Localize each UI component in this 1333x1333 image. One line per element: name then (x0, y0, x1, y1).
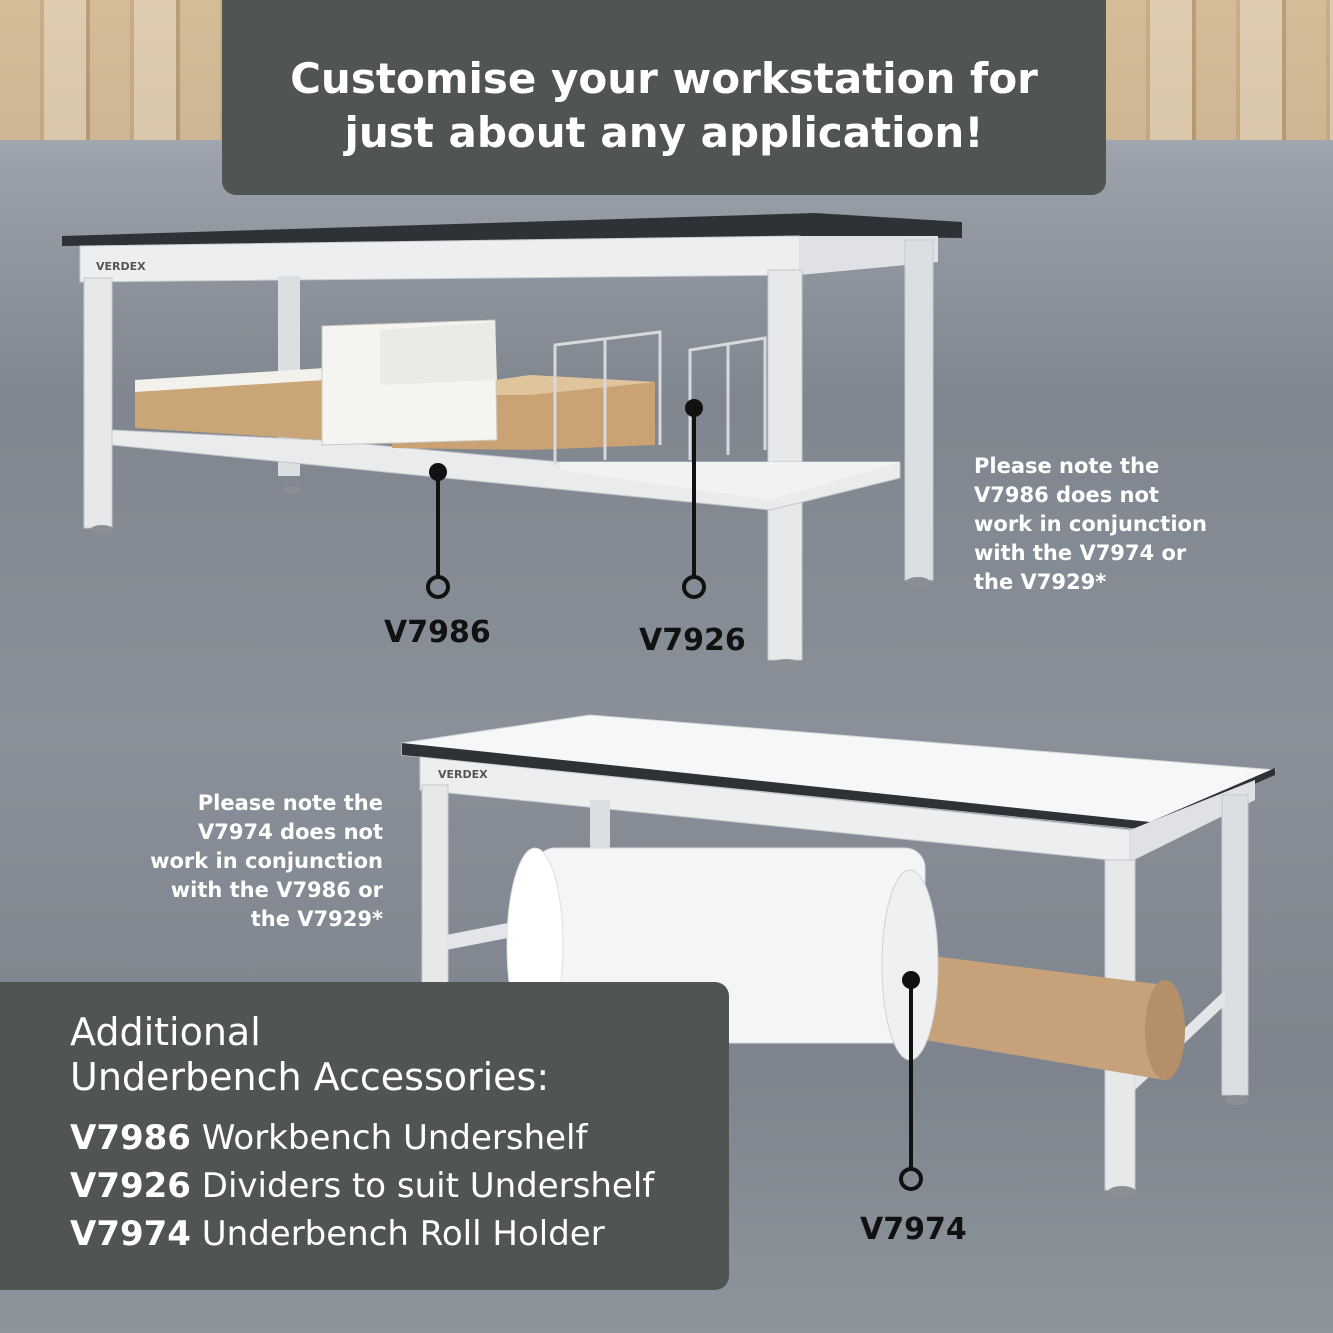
compatibility-note-v7986: Please note the V7986 does not work in c… (974, 452, 1207, 597)
note-line: with the V7986 or (170, 878, 383, 902)
accessories-heading: Additional Underbench Accessories: (70, 1010, 549, 1100)
title-line-1: Customise your workstation for (290, 54, 1038, 103)
title-line-2: just about any application! (344, 108, 984, 157)
warehouse-shelving-right (1106, 0, 1333, 140)
accessory-item: V7926 Dividers to suit Undershelf (70, 1166, 654, 1206)
accessory-label: Workbench Undershelf (201, 1118, 588, 1158)
note-line: with the V7974 or (974, 541, 1187, 565)
note-line: V7974 does not (198, 820, 383, 844)
accessories-heading-line-1: Additional (70, 1010, 261, 1054)
accessory-item: V7986 Workbench Undershelf (70, 1118, 587, 1158)
note-line: work in conjunction (150, 849, 383, 873)
warehouse-shelving-left (0, 0, 222, 140)
accessory-code: V7974 (70, 1214, 191, 1254)
accessories-heading-line-2: Underbench Accessories: (70, 1055, 550, 1099)
page-title: Customise your workstation for just abou… (222, 52, 1106, 160)
note-line: the V7929* (250, 907, 383, 931)
note-line: the V7929* (974, 570, 1107, 594)
note-line: V7986 does not (974, 483, 1159, 507)
accessory-label: Dividers to suit Undershelf (201, 1166, 655, 1206)
note-line: Please note the (974, 454, 1160, 478)
note-line: work in conjunction (974, 512, 1207, 536)
accessories-panel (0, 982, 729, 1290)
accessory-label: Underbench Roll Holder (201, 1214, 605, 1254)
brand-logo-text: VERDEX (96, 260, 146, 273)
compatibility-note-v7974: Please note the V7974 does not work in c… (95, 789, 383, 934)
accessory-code: V7926 (70, 1166, 191, 1206)
brand-logo-text-2: VERDEX (438, 768, 488, 781)
note-line: Please note the (197, 791, 383, 815)
accessory-code: V7986 (70, 1118, 191, 1158)
accessory-item: V7974 Underbench Roll Holder (70, 1214, 605, 1254)
callout-label-v7974: V7974 (860, 1212, 967, 1247)
callout-label-v7926: V7926 (639, 623, 746, 658)
callout-label-v7986: V7986 (384, 615, 491, 650)
title-banner: Customise your workstation for just abou… (222, 0, 1106, 195)
